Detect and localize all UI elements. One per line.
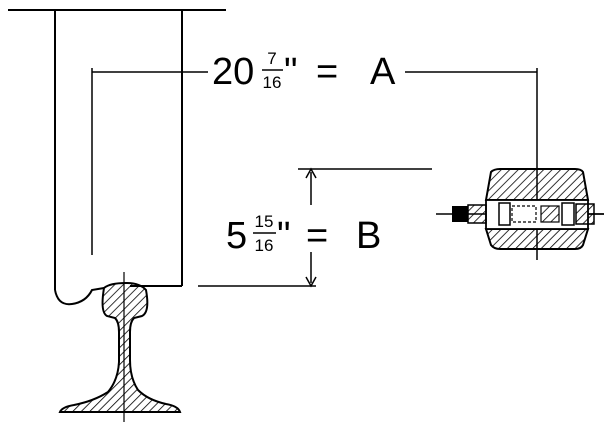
dimension-a-inch-mark: ": [284, 51, 298, 93]
dimension-b-equals: =: [306, 215, 328, 257]
rail-cross-section: [58, 281, 182, 413]
dimension-a-whole: 20: [212, 51, 254, 93]
dimension-b-label: 5 15 16 " = B: [226, 212, 381, 257]
dimension-b-numerator: 15: [255, 212, 274, 231]
gauge-clamp-assembly: [436, 168, 604, 250]
dimension-a-equals: =: [316, 51, 338, 93]
dimension-b-letter: B: [356, 215, 381, 257]
dimension-a-letter: A: [370, 51, 396, 93]
dimension-b-inch-mark: ": [277, 215, 291, 257]
knob-icon: [452, 206, 468, 222]
dimension-a-denominator: 16: [263, 73, 282, 92]
dimension-b-whole: 5: [226, 215, 247, 257]
wheel-frame: [54, 10, 183, 306]
dimension-b-denominator: 16: [255, 236, 274, 255]
dimension-a-numerator: 7: [267, 49, 276, 68]
dimension-a-label: 20 7 16 " = A: [212, 49, 396, 93]
dimension-b-lines: [198, 167, 432, 288]
